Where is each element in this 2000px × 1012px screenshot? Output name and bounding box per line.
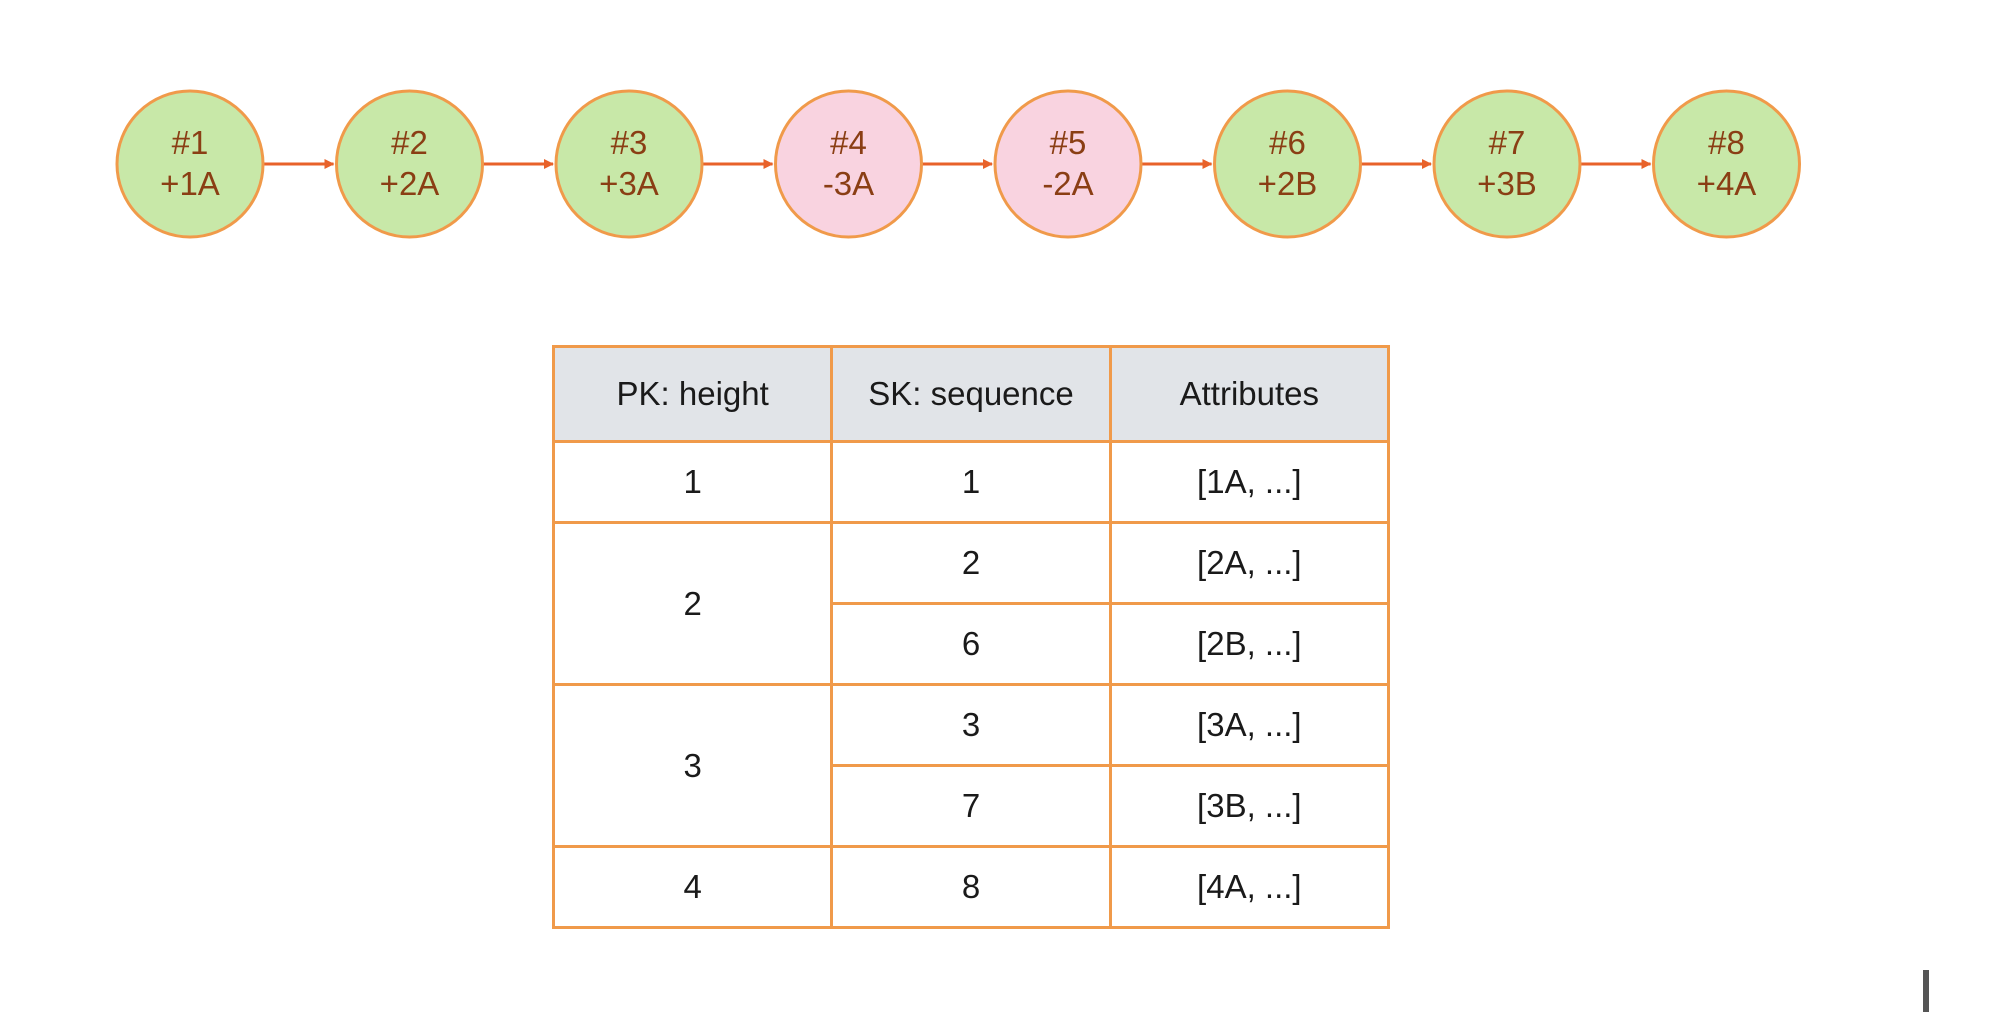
cell-attributes: [1A, ...] [1108,440,1391,524]
chain-node-circle [1652,89,1801,239]
cell-sk-sequence: 8 [830,845,1112,929]
chain-node-id: #6 [1269,124,1306,161]
cell-sk-sequence: 2 [830,521,1112,605]
chain-node-circle [335,89,484,239]
cell-attributes: [2B, ...] [1108,602,1391,686]
chain-node: #3+3A [554,89,704,239]
chain-node-change: +2A [380,165,440,202]
header-pk-height: PK: height [551,345,834,443]
cell-attributes: [4A, ...] [1108,845,1391,929]
chain-node-id: #7 [1489,124,1526,161]
chain-node-circle [1432,89,1582,239]
cell-sk-sequence: 3 [830,683,1112,767]
cell-pk-height: 3 [551,683,834,848]
chain-node-circle [1213,89,1362,239]
chain-node-id: #8 [1708,124,1745,161]
chain-node: #6+2B [1213,89,1362,239]
block-chain-diagram: #1+1A#2+2A#3+3A#4-3A#5-2A#6+2B#7+3B#8+4A [115,89,1801,239]
cell-sk-sequence: 1 [830,440,1112,524]
text-cursor [1923,970,1929,1012]
table-row: 7[3B, ...] [554,764,1391,848]
chain-node-circle [554,89,704,239]
chain-node: #1+1A [115,89,265,239]
chain-node-change: +1A [160,165,220,202]
cell-attributes: [3B, ...] [1108,764,1391,848]
chain-node: #2+2A [335,89,484,239]
cell-pk-height: 2 [551,521,834,686]
chain-node-change: +2B [1258,165,1318,202]
chain-node-circle [115,89,265,239]
cell-attributes: [2A, ...] [1108,521,1391,605]
chain-node-circle [993,89,1143,239]
chain-node-id: #1 [172,124,209,161]
cell-sk-sequence: 7 [830,764,1112,848]
table-row: 6[2B, ...] [554,602,1391,686]
cell-attributes: [3A, ...] [1108,683,1391,767]
chain-nodes: #1+1A#2+2A#3+3A#4-3A#5-2A#6+2B#7+3B#8+4A [115,89,1801,239]
header-sk-sequence: SK: sequence [830,345,1112,443]
table-header-row: PK: height SK: sequence Attributes [551,345,1391,443]
chain-node-id: #4 [830,124,867,161]
chain-node: #4-3A [774,89,923,239]
chain-node-change: -2A [1042,165,1093,202]
chain-node: #7+3B [1432,89,1582,239]
chain-node-id: #3 [611,124,648,161]
chain-node: #5-2A [993,89,1143,239]
cell-sk-sequence: 6 [830,602,1112,686]
chain-node-change: +3B [1477,165,1537,202]
chain-node: #8+4A [1652,89,1801,239]
cell-pk-height: 1 [551,440,834,524]
cell-pk-height: 4 [551,845,834,929]
chain-node-id: #2 [391,124,428,161]
chain-node-change: +4A [1697,165,1757,202]
chain-node-change: +3A [599,165,659,202]
chain-node-change: -3A [823,165,874,202]
header-attributes: Attributes [1108,345,1391,443]
chain-node-id: #5 [1050,124,1087,161]
chain-node-circle [774,89,923,239]
